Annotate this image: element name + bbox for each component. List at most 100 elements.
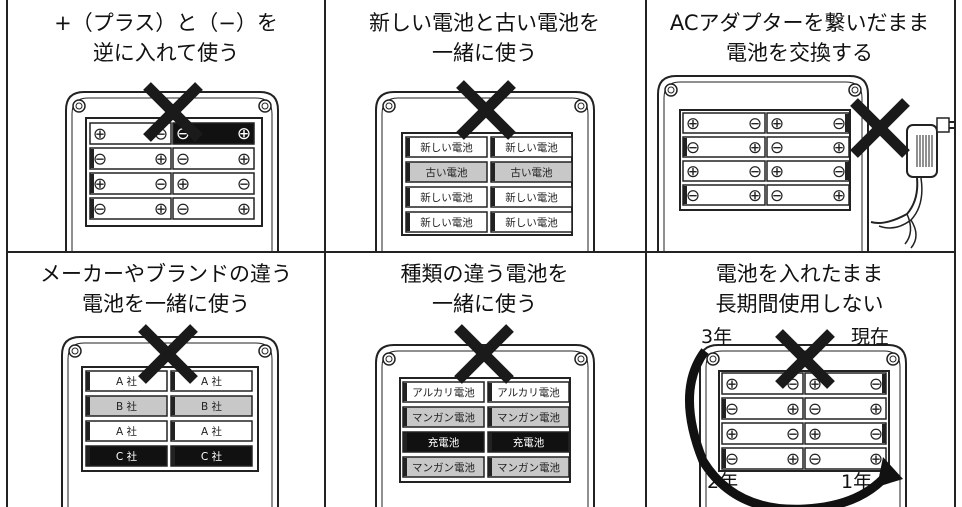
battery-cap bbox=[491, 163, 495, 181]
battery-label: C 社 bbox=[201, 450, 223, 463]
plus-terminal-icon: ⊕ bbox=[154, 200, 168, 220]
battery-label: A 社 bbox=[201, 375, 223, 388]
screw-icon-center bbox=[667, 86, 675, 94]
battery-cap bbox=[90, 174, 94, 193]
battery-cap bbox=[488, 408, 492, 426]
device-outline bbox=[375, 91, 595, 253]
panel-title: 種類の違う電池を 一緒に使う bbox=[324, 259, 645, 319]
plus-terminal-icon: ⊕ bbox=[237, 124, 251, 144]
panel-mixed-type: 種類の違う電池を 一緒に使う アルカリ電池アルカリ電池マンガン電池マンガン電池充… bbox=[324, 251, 647, 507]
plus-terminal-icon: ⊕ bbox=[808, 425, 822, 445]
battery-cap bbox=[722, 399, 726, 418]
minus-terminal-icon: ⊖ bbox=[869, 425, 883, 445]
screw-icon bbox=[258, 344, 272, 358]
plus-terminal-icon: ⊕ bbox=[832, 138, 846, 158]
screw-icon-center bbox=[577, 355, 585, 363]
minus-terminal-icon: ⊖ bbox=[786, 425, 800, 445]
plus-terminal-icon: ⊕ bbox=[93, 175, 107, 195]
battery bbox=[721, 422, 804, 445]
battery-label: C 社 bbox=[116, 450, 138, 463]
minus-terminal-icon: ⊖ bbox=[808, 450, 822, 470]
plus-terminal-icon: ⊕ bbox=[93, 125, 107, 145]
battery-cap bbox=[683, 138, 687, 156]
minus-terminal-icon: ⊖ bbox=[869, 375, 883, 395]
battery bbox=[172, 172, 255, 195]
battery bbox=[682, 112, 766, 134]
minus-terminal-icon: ⊖ bbox=[770, 138, 784, 158]
plus-terminal-icon: ⊕ bbox=[832, 186, 846, 206]
battery-compartment-illustration: アルカリ電池アルカリ電池マンガン電池マンガン電池充電池充電池マンガン電池マンガン… bbox=[375, 324, 595, 507]
timeline-label: 2年 bbox=[707, 471, 738, 493]
minus-terminal-icon: ⊖ bbox=[832, 114, 846, 134]
battery bbox=[766, 136, 850, 158]
screw-icon bbox=[68, 344, 82, 358]
screw-icon-center bbox=[577, 102, 585, 110]
panel-mixed-age: 新しい電池と古い電池を 一緒に使う 新しい電池新しい電池古い電池古い電池新しい電… bbox=[324, 0, 647, 253]
battery-compartment-illustration: 新しい電池新しい電池古い電池古い電池新しい電池新しい電池新しい電池新しい電池 bbox=[375, 80, 595, 253]
screw-icon bbox=[706, 352, 720, 366]
battery-cap bbox=[406, 138, 410, 156]
battery-cap bbox=[406, 213, 410, 231]
panel-title: メーカーやブランドの違う 電池を一緒に使う bbox=[8, 259, 324, 319]
title-line-1: 種類の違う電池を bbox=[400, 262, 569, 286]
power-cord bbox=[910, 219, 917, 249]
minus-terminal-icon: ⊖ bbox=[176, 200, 190, 220]
battery bbox=[804, 447, 887, 470]
ac-adapter-plug bbox=[936, 117, 950, 133]
battery-label: 新しい電池 bbox=[420, 216, 473, 229]
screw-icon bbox=[886, 352, 900, 366]
title-line-2: 電池を一緒に使う bbox=[82, 292, 250, 316]
battery-cap bbox=[488, 433, 492, 451]
panel-ac-adapter: ACアダプターを繋いだまま 電池を交換する ⊕⊖⊕⊖⊖⊕⊖⊕⊕⊖⊕⊖⊖⊕⊖⊕ bbox=[645, 0, 956, 253]
title-line-1: メーカーやブランドの違う bbox=[40, 262, 292, 286]
battery-label: B 社 bbox=[116, 400, 138, 413]
screw-icon-center bbox=[261, 102, 269, 110]
battery-cap bbox=[86, 397, 90, 415]
minus-terminal-icon: ⊖ bbox=[154, 175, 168, 195]
battery-label: A 社 bbox=[116, 425, 138, 438]
plus-terminal-icon: ⊕ bbox=[786, 450, 800, 470]
title-line-2: 一緒に使う bbox=[432, 41, 537, 65]
battery bbox=[172, 147, 255, 170]
prohibited-x-icon bbox=[456, 80, 516, 140]
plus-terminal-icon: ⊕ bbox=[237, 200, 251, 220]
screw-icon-center bbox=[385, 355, 393, 363]
battery-cap bbox=[491, 188, 495, 206]
battery-cap bbox=[90, 199, 94, 218]
plus-terminal-icon: ⊕ bbox=[786, 400, 800, 420]
battery-cap bbox=[406, 163, 410, 181]
screw-icon-center bbox=[385, 102, 393, 110]
battery-cap bbox=[171, 447, 175, 465]
plus-terminal-icon: ⊕ bbox=[176, 175, 190, 195]
battery bbox=[682, 160, 766, 182]
plus-terminal-icon: ⊕ bbox=[748, 138, 762, 158]
battery-cap bbox=[722, 449, 726, 468]
battery-cap bbox=[403, 458, 407, 476]
battery-cap bbox=[491, 213, 495, 231]
timeline-label: 現在 bbox=[851, 326, 889, 348]
battery-label: 充電池 bbox=[428, 436, 460, 449]
panel-reversed: +（プラス）と（−）を 逆に入れて使う ⊕⊖⊖⊕⊖⊕⊖⊕⊕⊖⊕⊖⊖⊕⊖⊕ bbox=[6, 0, 326, 253]
screw-icon-center bbox=[709, 355, 717, 363]
battery-label: 新しい電池 bbox=[505, 191, 558, 204]
power-cord bbox=[904, 213, 912, 245]
device-outline bbox=[375, 344, 595, 507]
minus-terminal-icon: ⊖ bbox=[686, 186, 700, 206]
plus-terminal-icon: ⊕ bbox=[869, 450, 883, 470]
power-cord bbox=[870, 177, 919, 224]
title-line-1: ACアダプターを繋いだまま bbox=[669, 11, 930, 35]
battery-cap bbox=[845, 114, 849, 132]
plus-terminal-icon: ⊕ bbox=[770, 114, 784, 134]
plus-terminal-icon: ⊕ bbox=[748, 186, 762, 206]
battery-cap bbox=[90, 149, 94, 168]
battery-label: 充電池 bbox=[513, 436, 545, 449]
title-line-2: 一緒に使う bbox=[432, 292, 537, 316]
battery-cap bbox=[683, 186, 687, 204]
screw-icon bbox=[574, 352, 588, 366]
minus-terminal-icon: ⊖ bbox=[748, 114, 762, 134]
prohibited-x-icon bbox=[775, 329, 835, 389]
